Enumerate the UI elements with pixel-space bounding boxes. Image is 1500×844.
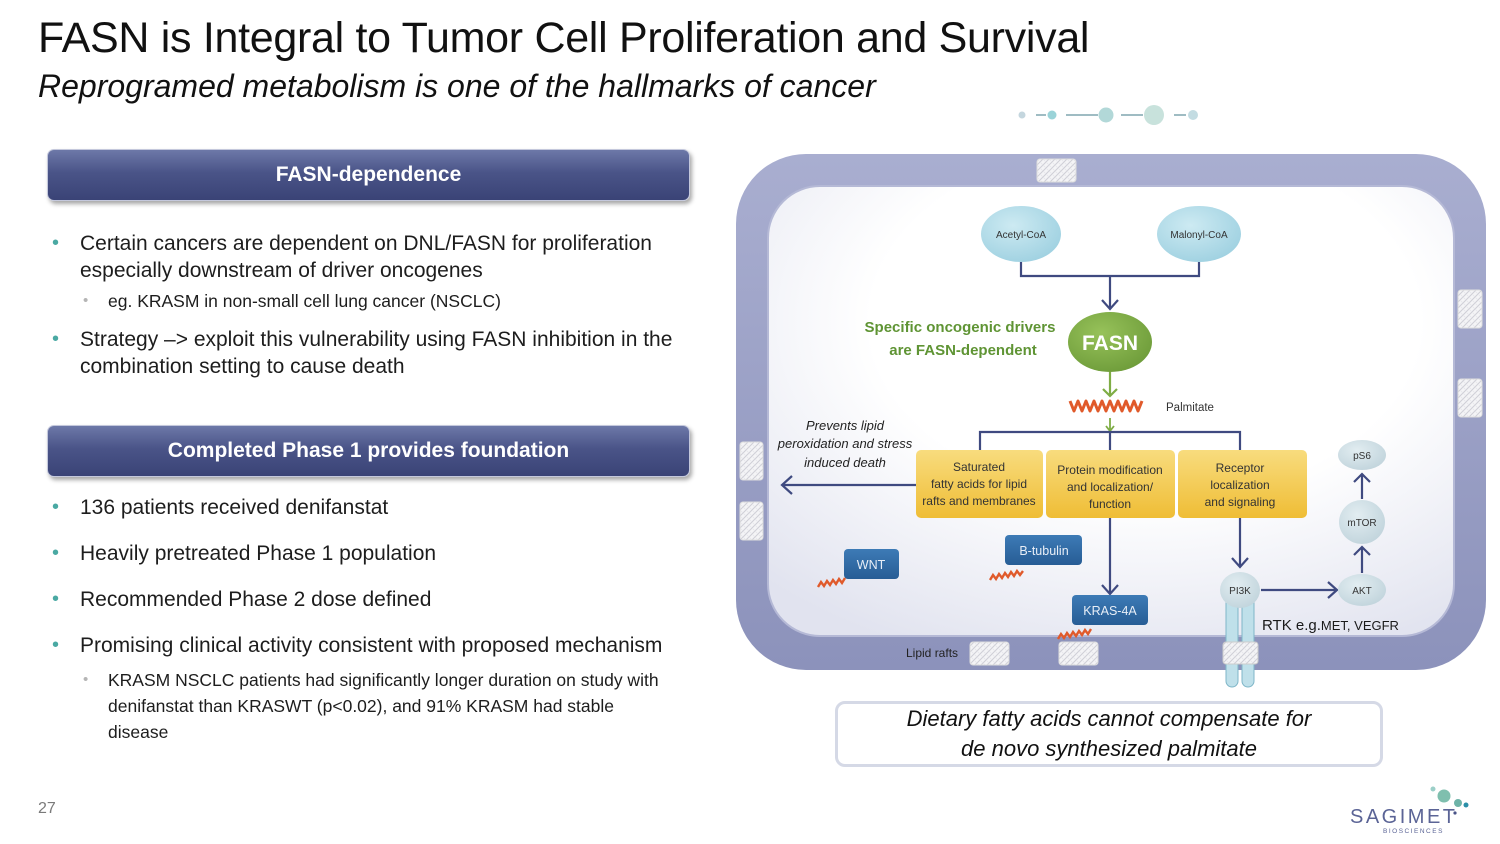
akt-node: [1338, 574, 1386, 606]
slide-subtitle: Reprogramed metabolism is one of the hal…: [38, 68, 876, 104]
dietary-callout-box: Dietary fatty acids cannot compensate fo…: [835, 701, 1383, 767]
kras-4a-node: [1072, 595, 1148, 625]
mtor-label: mTOR: [1347, 518, 1376, 529]
prevents-note-line3: induced death: [804, 455, 886, 470]
bullet-list-fasn-dependence: Certain cancers are dependent on DNL/FAS…: [52, 230, 702, 380]
lipid-raft: [739, 501, 764, 541]
wnt-label: WNT: [857, 558, 886, 572]
mtor-node: [1339, 500, 1385, 544]
bullet-item: Certain cancers are dependent on DNL/FAS…: [52, 230, 702, 284]
svg-text:and localization/: and localization/: [1067, 480, 1154, 494]
fasn-pathway-diagram: Acetyl-CoA Malonyl-CoA FASN Specific onc…: [736, 154, 1486, 688]
kras-4a-label: KRAS-4A: [1083, 604, 1137, 618]
slide-title: FASN is Integral to Tumor Cell Prolifera…: [38, 14, 1090, 62]
logo-dot: [1454, 799, 1462, 807]
divider-dot: [1047, 110, 1057, 120]
prevents-note-line1: Prevents lipid: [806, 418, 885, 433]
wnt-palmitoyl-icon: [816, 576, 847, 589]
kras-palmitoyl-icon: [1056, 627, 1093, 641]
lipid-raft: [739, 441, 764, 481]
title-divider: [26, 105, 1476, 125]
malonyl-coa-label: Malonyl-CoA: [1170, 230, 1228, 241]
svg-text:Protein modification: Protein modification: [1057, 463, 1162, 477]
bullet-item: 136 patients received denifanstat: [52, 494, 732, 521]
ps6-label: pS6: [1353, 451, 1371, 462]
svg-text:Receptor: Receptor: [1216, 461, 1265, 475]
divider-dot: [1018, 111, 1026, 119]
bullet-list-phase1: 136 patients received denifanstat Heavil…: [52, 494, 732, 745]
bullet-item: Heavily pretreated Phase 1 population: [52, 540, 732, 567]
svg-text:fatty acids for lipid: fatty acids for lipid: [931, 477, 1027, 491]
lipid-raft: [1036, 158, 1077, 183]
box-protein-modification: Protein modification and localization/ f…: [1046, 450, 1175, 518]
prevents-arrow: [780, 475, 916, 495]
sub-bullet-item: eg. KRASM in non-small cell lung cancer …: [52, 288, 702, 314]
svg-text:and signaling: and signaling: [1205, 495, 1276, 509]
lipid-rafts-label: Lipid rafts: [906, 646, 958, 660]
svg-text:Saturated: Saturated: [953, 460, 1005, 474]
rtk-label: RTK e.g.MET, VEGFR: [1262, 617, 1399, 634]
lipid-raft: [969, 641, 1010, 666]
logo-dot: [1437, 789, 1451, 803]
prevents-note-line2: peroxidation and stress: [777, 436, 913, 451]
fasn-node: [1068, 312, 1152, 372]
protein-to-kras-arrow: [1101, 518, 1119, 596]
bullet-item: Recommended Phase 2 dose defined: [52, 586, 732, 613]
logo-dot: [1463, 802, 1469, 808]
substrate-merge-line: [1019, 262, 1201, 308]
svg-text:localization: localization: [1210, 478, 1269, 492]
svg-text:rafts and membranes: rafts and membranes: [922, 494, 1035, 508]
akt-to-mtor-arrow: [1353, 545, 1371, 573]
pi3k-label: PI3K: [1229, 586, 1251, 597]
fasn-to-palmitate-arrow: [1102, 372, 1118, 398]
driver-note-line2: are FASN-dependent: [889, 342, 1037, 359]
sagimet-logo: SAGIMET BIOSCIENCES: [1350, 786, 1469, 835]
callout-line2: de novo synthesized palmitate: [961, 736, 1257, 761]
lipid-raft: [1457, 378, 1483, 418]
b-tubulin-node: [1005, 535, 1082, 565]
divider-dot: [1098, 107, 1114, 123]
palmitate-chain-icon: [1068, 399, 1144, 413]
acetyl-coa-node: [981, 206, 1061, 262]
b-tubulin-label: B-tubulin: [1019, 544, 1068, 558]
pi3k-node: [1220, 572, 1260, 608]
cytoplasm: [767, 185, 1455, 637]
section-header-phase1: Completed Phase 1 provides foundation: [47, 425, 690, 477]
box-receptor-localization: Receptor localization and signaling: [1178, 450, 1307, 518]
sub-bullet-item: KRASM NSCLC patients had significantly l…: [52, 667, 668, 745]
bullet-item: Strategy –> exploit this vulnerability u…: [52, 326, 702, 380]
malonyl-coa-node: [1157, 206, 1241, 262]
logo-wordmark: SAGIMET: [1350, 806, 1458, 828]
rtk-receptor: [1222, 594, 1259, 688]
lipid-raft: [1457, 289, 1483, 329]
ps6-node: [1338, 440, 1386, 470]
lipid-raft: [1058, 641, 1099, 666]
akt-label: AKT: [1352, 586, 1371, 597]
box-saturated-fatty-acids: Saturated fatty acids for lipid rafts an…: [916, 450, 1043, 518]
divider-dot: [1188, 110, 1198, 120]
b-tubulin-palmitoyl-icon: [988, 568, 1024, 582]
palmitate-label: Palmitate: [1166, 402, 1214, 414]
section-header-fasn-dependence: FASN-dependence: [47, 149, 690, 201]
pi3k-to-akt-arrow: [1261, 581, 1339, 599]
arrowhead-icon: [1101, 299, 1119, 311]
distribution-lines: [978, 430, 1242, 450]
mtor-to-ps6-arrow: [1353, 472, 1371, 499]
fasn-label: FASN: [1082, 332, 1138, 355]
callout-line1: Dietary fatty acids cannot compensate fo…: [906, 706, 1312, 731]
acetyl-coa-label: Acetyl-CoA: [996, 230, 1046, 241]
bullet-item: Promising clinical activity consistent w…: [52, 632, 732, 659]
wnt-node: [844, 549, 899, 579]
logo-dot: [1453, 811, 1457, 815]
logo-tagline: BIOSCIENCES: [1383, 828, 1444, 835]
page-number: 27: [38, 800, 56, 817]
receptor-to-pi3k-arrow: [1231, 518, 1249, 569]
divider-dot: [1144, 105, 1164, 125]
logo-dot: [1430, 786, 1436, 792]
svg-text:function: function: [1089, 497, 1131, 511]
driver-note-line1: Specific oncogenic drivers: [865, 319, 1056, 336]
